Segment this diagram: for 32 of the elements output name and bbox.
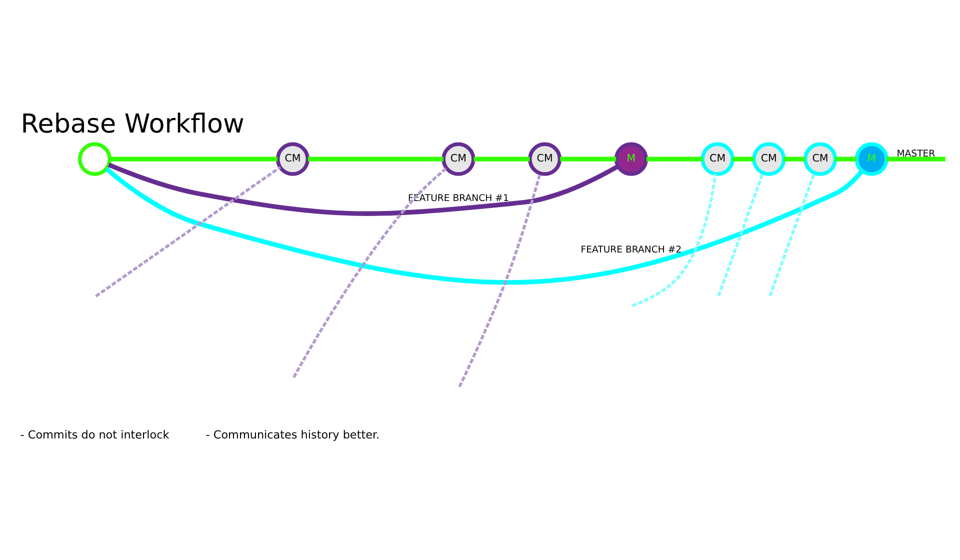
label: - Commits do not interlock [20,428,170,442]
connector [458,173,542,388]
connector [717,172,764,296]
node-circle: CM [528,142,562,176]
connector [108,162,620,216]
connector [110,156,278,162]
connector [292,167,448,378]
label: - Communicates history better. [206,428,380,442]
edge-label: MASTER [896,148,936,160]
edge-label: FEATURE BRANCH #2 [580,244,682,256]
connector [632,174,717,307]
node-circle: M [854,142,888,176]
connector [768,172,816,296]
node-circle: CM [276,142,310,176]
edge-label: FEATURE BRANCH #1 [408,193,509,204]
connector [474,156,530,162]
diagram-title: Rebase Workflow [20,109,244,140]
connector [646,156,702,162]
connector [104,166,864,285]
node-circle: CM [803,142,838,176]
connector [95,166,281,298]
connector [886,156,946,162]
node-circle: CM [442,142,476,176]
connector [560,156,616,162]
connector [784,156,806,162]
node-circle: M [614,142,648,176]
node-circle: CM [752,142,786,176]
connector [835,156,856,162]
node-circle [78,142,112,176]
node-circle: CM [700,142,734,176]
connector [732,156,754,162]
connector [308,156,444,162]
